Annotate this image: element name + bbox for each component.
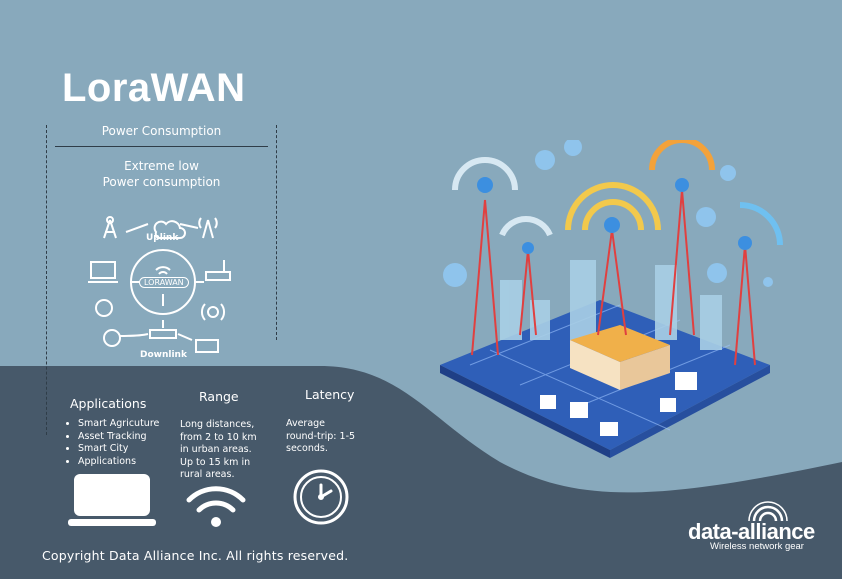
feature-line-1: Extreme low [124, 159, 199, 173]
subtitle: Power Consumption [101, 124, 222, 138]
laptop-icon [90, 261, 116, 279]
small-houses [540, 372, 697, 436]
dashed-line-left [46, 125, 47, 435]
list-item: Applications [78, 456, 159, 469]
device-icon [195, 339, 219, 353]
buildings [500, 260, 722, 350]
tower-icon [103, 216, 117, 239]
cloud-icon [153, 220, 186, 239]
clock-icon [293, 469, 349, 525]
router-icon-2 [149, 329, 177, 339]
list-item: Asset Tracking [78, 431, 159, 444]
list-item: Smart Agricuture [78, 418, 159, 431]
feature-line-2: Power consumption [102, 175, 221, 189]
applications-title: Applications [70, 396, 147, 411]
range-line: in urban areas. [180, 444, 252, 455]
signal-logo-icon [748, 501, 788, 522]
dashed-line-right [276, 125, 277, 340]
list-item: Smart City [78, 443, 159, 456]
router-icon [205, 271, 231, 281]
range-title: Range [199, 389, 239, 404]
central-building [570, 325, 670, 362]
range-line: rural areas. [180, 469, 235, 480]
range-line: Long distances, [180, 419, 255, 430]
radio-towers [471, 189, 756, 366]
downlink-label: Downlink [140, 350, 187, 360]
latency-title: Latency [305, 387, 355, 402]
globe-icon-2 [103, 329, 121, 347]
range-line: Up to 15 km in [180, 456, 251, 468]
range-text: Long distances, from 2 to 10 km in urban… [180, 419, 257, 482]
uplink-label: Uplink [146, 233, 179, 243]
wifi-icon [186, 486, 246, 527]
antenna-icon [198, 217, 218, 239]
latency-text: Average round-trip: 1-5 seconds. [286, 418, 355, 456]
laptop-icon [68, 474, 156, 526]
signal-icon [207, 306, 219, 318]
latency-line: Average [286, 418, 326, 429]
balloons [443, 140, 773, 287]
globe-icon [95, 299, 113, 317]
signal-arcs [452, 140, 783, 246]
copyright: Copyright Data Alliance Inc. All rights … [42, 548, 349, 563]
latency-line: seconds. [286, 443, 328, 454]
latency-line: round-trip: 1-5 [286, 430, 356, 442]
divider [55, 146, 268, 147]
smart-city-illustration [440, 140, 783, 458]
logo-wordmark: data-alliance [688, 519, 815, 544]
range-line: from 2 to 10 km [180, 431, 257, 443]
lorawan-label: LORAWAN [139, 277, 189, 288]
lorawan-network-diagram [88, 216, 231, 353]
page-title: LoraWAN [62, 66, 246, 110]
logo-tagline: Wireless network gear [710, 541, 804, 552]
applications-list: Smart Agricuture Asset Tracking Smart Ci… [64, 418, 159, 468]
